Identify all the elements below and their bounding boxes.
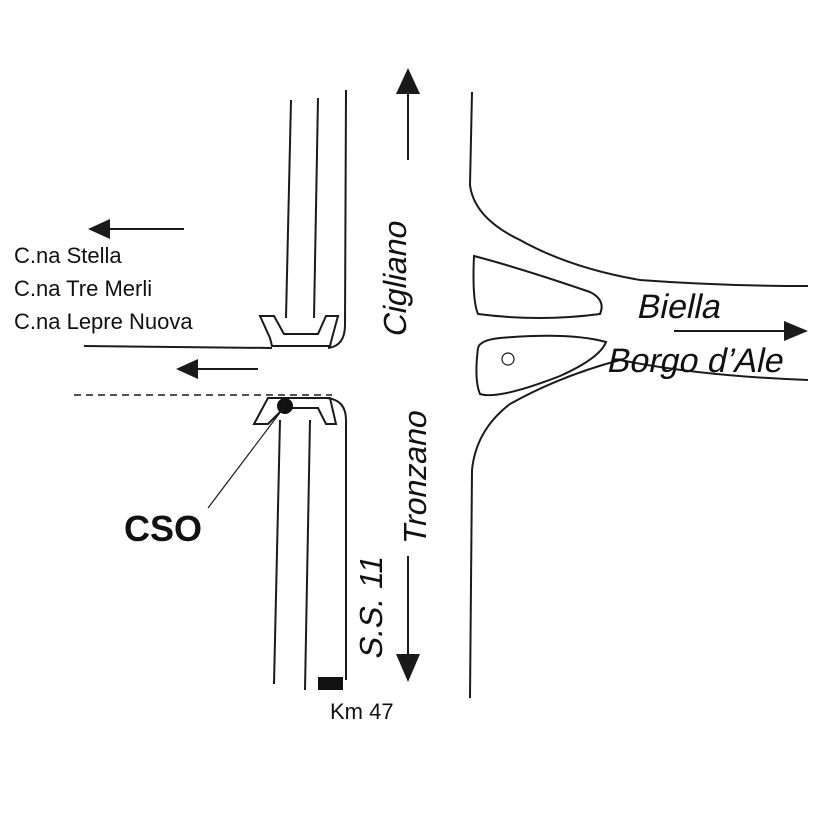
gate-upper <box>258 315 340 347</box>
label-cso: CSO <box>124 508 202 549</box>
km-marker-icon <box>318 677 343 690</box>
access-road-edge <box>83 345 273 349</box>
label-cna-lepre-nuova: C.na Lepre Nuova <box>14 309 193 334</box>
west-arrow-mid-icon <box>176 359 258 379</box>
label-road-ss11: S.S. 11 <box>353 551 389 661</box>
traffic-island-lower <box>475 334 608 397</box>
label-km-47: Km 47 <box>330 699 394 724</box>
label-cigliano: Cigliano <box>377 216 413 339</box>
label-biella: Biella <box>634 288 726 326</box>
label-tronzano: Tronzano <box>397 406 433 548</box>
south-arrow-icon <box>396 556 420 682</box>
side-road-lower <box>252 397 347 691</box>
label-borgo-d-ale: Borgo d’Ale <box>604 342 788 380</box>
main-road-east-edge <box>468 91 809 699</box>
island-marker <box>501 352 515 366</box>
label-cna-stella: C.na Stella <box>14 243 122 268</box>
label-cna-tre-merli: C.na Tre Merli <box>14 276 152 301</box>
north-arrow-icon <box>396 68 420 160</box>
east-arrow-icon <box>674 321 808 341</box>
traffic-island-upper <box>472 254 603 319</box>
west-arrow-top-icon <box>88 219 184 239</box>
callout-line <box>207 405 286 509</box>
side-road-upper <box>258 89 347 349</box>
gate-lower <box>252 397 338 425</box>
